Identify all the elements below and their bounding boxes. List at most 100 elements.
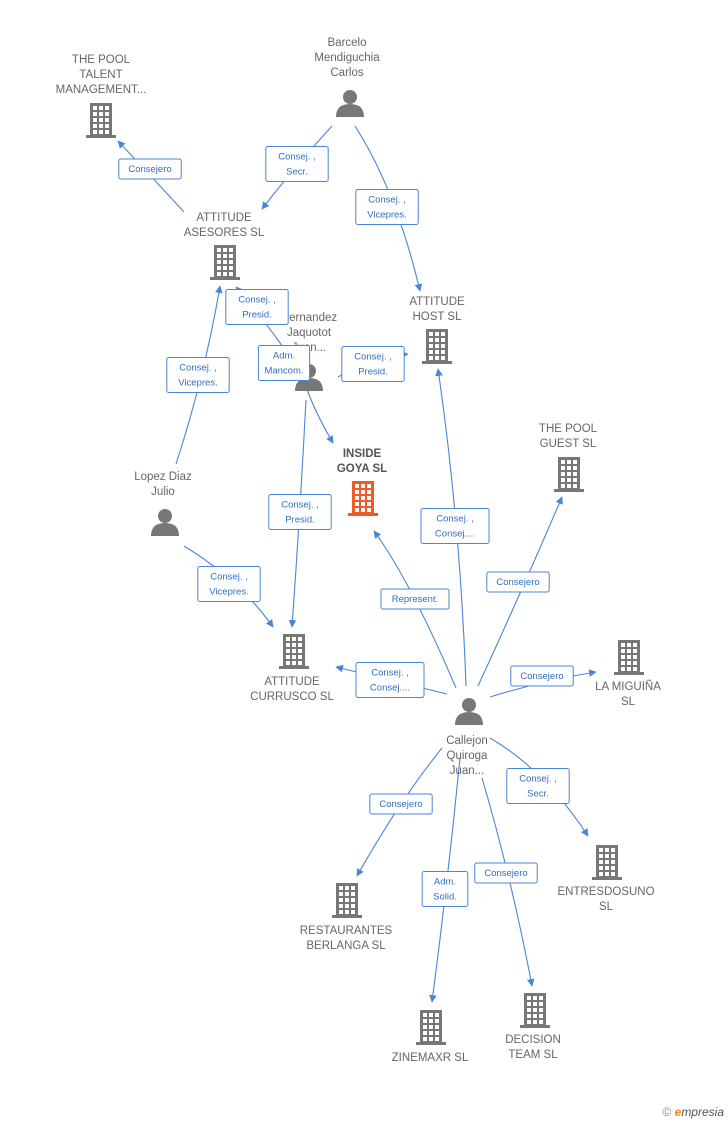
edge-label[interactable]: Consejero <box>486 571 550 593</box>
edge-line <box>305 386 334 444</box>
edge-label-box <box>118 158 182 180</box>
node-pool_talent[interactable]: THE POOLTALENTMANAGEMENT... <box>56 54 147 138</box>
node-label: Quiroga <box>447 750 489 762</box>
node-label: ATTITUDE <box>264 676 320 688</box>
building-icon <box>422 329 452 364</box>
edge-label-text: Mancom. <box>264 366 303 377</box>
edge-label[interactable]: Consej. , Vicepres. <box>355 189 419 225</box>
edge-label[interactable]: Consej. ,Secr. <box>265 146 329 182</box>
edge-label-text: Consej. , <box>354 352 392 363</box>
node-label: RESTAURANTES <box>300 925 393 937</box>
edge-label-box <box>166 357 230 393</box>
edge-label-box <box>380 588 450 610</box>
edge-label-text: Vicepres. <box>209 587 248 598</box>
building-icon <box>348 481 378 516</box>
edge-label-text: Vicepres. <box>178 378 217 389</box>
edge-label[interactable]: Represent. <box>380 588 450 610</box>
node-label: SL <box>621 696 636 708</box>
node-zinemaxr[interactable]: ZINEMAXR SL <box>392 1010 469 1064</box>
edge-label-text: Presid. <box>242 310 272 321</box>
edge-label-text: Consej. , <box>179 363 217 374</box>
edge-label[interactable]: Consej. , Presid. <box>225 289 289 325</box>
copyright-icon: © <box>662 1105 672 1119</box>
edge-label[interactable]: Consej. ,Consej.... <box>355 662 425 698</box>
node-label: Mendiguchia <box>314 52 380 64</box>
building-icon <box>332 883 362 918</box>
edge-label[interactable]: Consejero <box>369 793 433 815</box>
building-icon <box>210 245 240 280</box>
edge-label[interactable]: Consej. ,Consej.... <box>420 508 490 544</box>
edge-label-text: Consej. , <box>371 668 409 679</box>
edge-label[interactable]: Consej. , Presid. <box>341 346 405 382</box>
node-label: ATTITUDE <box>196 212 252 224</box>
edge-label-text: Consej. , <box>281 500 319 511</box>
edge-label-box <box>341 346 405 382</box>
edge-callejon-to-pool_guest <box>477 496 563 687</box>
edge-label-text: Represent. <box>392 594 438 605</box>
edge-label-text: Secr. <box>527 789 549 800</box>
edge-label[interactable]: Adm.Solid. <box>421 871 469 907</box>
building-icon <box>592 845 622 880</box>
edge-label-text: Consej. , <box>436 514 474 525</box>
node-label: GUEST SL <box>540 438 597 450</box>
node-label: THE POOL <box>72 54 131 66</box>
node-callejon[interactable]: CallejonQuirogaJuan... <box>446 698 488 777</box>
edge-label-text: Consej. , <box>368 195 406 206</box>
edge-label-text: Consej. , <box>238 295 276 306</box>
node-label: Lopez Diaz <box>134 471 192 483</box>
edge-hernandez-to-inside_goya <box>305 386 334 444</box>
brand-name: mpresia <box>681 1105 724 1119</box>
edge-label-box <box>257 345 311 381</box>
node-miguina[interactable]: LA MIGUIÑA SL <box>595 640 661 708</box>
edge-label-text: Consejero <box>520 671 563 682</box>
edge-label[interactable]: Consejero <box>474 862 538 884</box>
building-icon <box>416 1010 446 1045</box>
edge-label[interactable]: Consej. ,Secr. <box>506 768 570 804</box>
node-label: HOST SL <box>413 311 463 323</box>
node-pool_guest[interactable]: THE POOL GUEST SL <box>539 423 598 492</box>
node-label: MANAGEMENT... <box>56 84 147 96</box>
edge-label-text: Adm. <box>273 351 295 362</box>
node-label: DECISION <box>505 1034 561 1046</box>
edge-label-text: Consejero <box>484 868 527 879</box>
edge-label[interactable]: Consej. ,Vicepres. <box>197 566 261 602</box>
node-label: SL <box>599 901 614 913</box>
edge-label-text: Consejero <box>128 164 171 175</box>
person-icon <box>336 90 364 117</box>
node-label: ZINEMAXR SL <box>392 1052 469 1064</box>
node-label: Julio <box>151 486 175 498</box>
edge-label[interactable]: Consejero <box>510 665 574 687</box>
node-label: THE POOL <box>539 423 598 435</box>
node-label: Jaquotot <box>287 327 332 339</box>
building-icon <box>554 457 584 492</box>
node-label: LA MIGUIÑA <box>595 680 661 693</box>
building-icon <box>279 634 309 669</box>
brand-footer[interactable]: © empresia <box>662 1105 724 1119</box>
node-currusco[interactable]: ATTITUDE CURRUSCO SL <box>250 634 334 703</box>
edge-label-box <box>225 289 289 325</box>
edge-label-box <box>510 665 574 687</box>
node-label: CURRUSCO SL <box>250 691 334 703</box>
brand-initial: e <box>674 1105 682 1119</box>
person-icon <box>151 509 179 536</box>
edge-label-text: Presid. <box>358 367 388 378</box>
edge-label[interactable]: Consej. , Vicepres. <box>166 357 230 393</box>
edge-label-text: Vicepres. <box>367 210 406 221</box>
edge-label-box <box>265 146 329 182</box>
edge-label-box <box>420 508 490 544</box>
node-label: Hernandez <box>281 312 338 324</box>
edge-label-text: Consejero <box>379 799 422 810</box>
edge-label[interactable]: Consejero <box>118 158 182 180</box>
edge-label-box <box>506 768 570 804</box>
edge-label[interactable]: Consej. ,Presid. <box>268 494 332 530</box>
edge-label[interactable]: Adm. Mancom. <box>257 345 311 381</box>
